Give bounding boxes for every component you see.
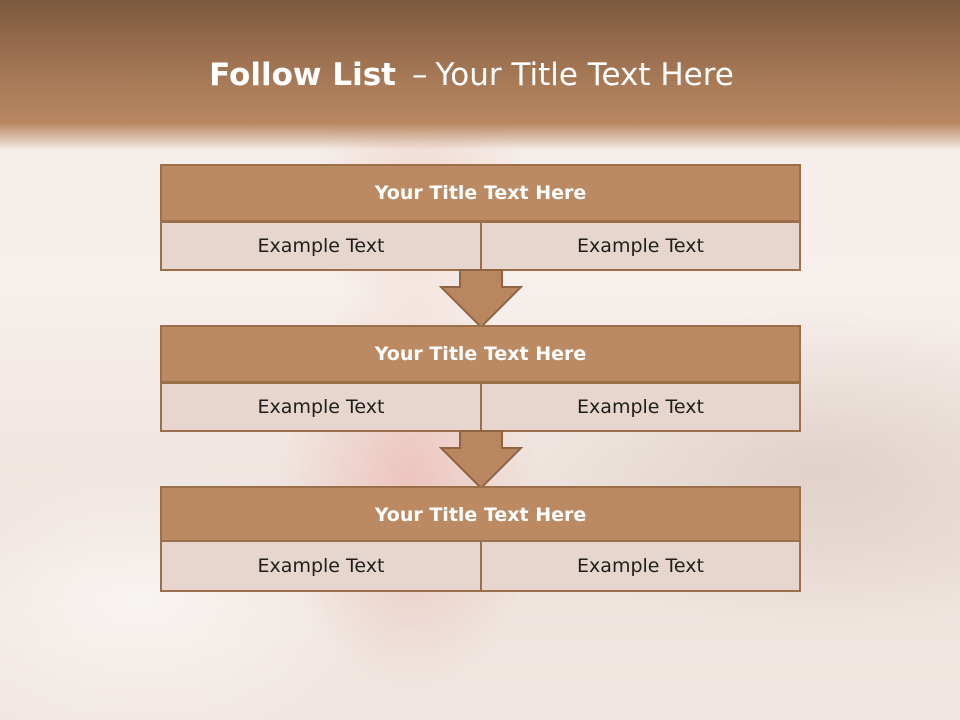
block-title[interactable]: Your Title Text Here	[160, 164, 801, 222]
block-cell-left[interactable]: Example Text	[160, 540, 482, 592]
page-title: Follow List–Your Title Text Here	[0, 55, 943, 95]
page-title-strong: Follow List	[209, 57, 396, 93]
block-cell-right[interactable]: Example Text	[480, 221, 801, 271]
block-cell-left[interactable]: Example Text	[160, 221, 482, 271]
page-title-rest: Your Title Text Here	[435, 57, 734, 93]
follow-block-1: Your Title Text Here Example Text Exampl…	[160, 164, 801, 272]
block-title[interactable]: Your Title Text Here	[160, 486, 801, 543]
block-cell-right[interactable]: Example Text	[480, 540, 801, 592]
block-cell-right[interactable]: Example Text	[480, 382, 801, 432]
header-band	[0, 0, 960, 150]
block-title[interactable]: Your Title Text Here	[160, 325, 801, 383]
down-arrow-icon	[439, 430, 523, 490]
follow-block-3: Your Title Text Here Example Text Exampl…	[160, 486, 801, 592]
follow-block-2: Your Title Text Here Example Text Exampl…	[160, 325, 801, 433]
page-title-separator: –	[411, 57, 428, 93]
block-cell-left[interactable]: Example Text	[160, 382, 482, 432]
down-arrow-icon	[439, 269, 523, 329]
